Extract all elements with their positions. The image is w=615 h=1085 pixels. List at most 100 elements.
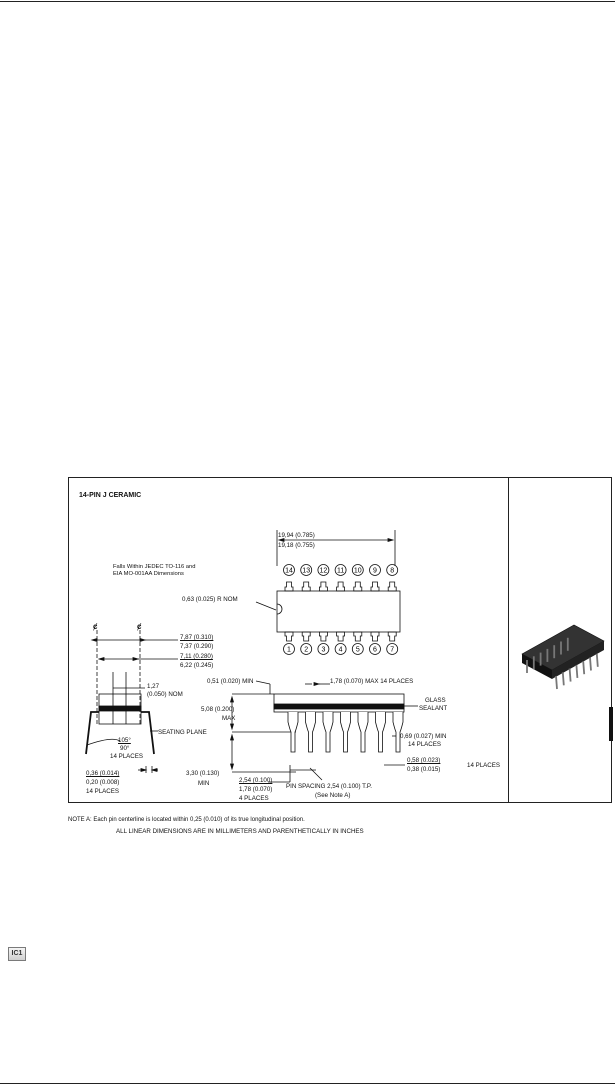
pin-spacing: PIN SPACING 2,54 (0.100) T.P. (286, 783, 372, 790)
side-pin (287, 712, 299, 753)
angle-max: 105° (118, 737, 131, 744)
photo-pin (582, 661, 586, 675)
end-lead-min: 1,78 (0.070) (239, 786, 273, 793)
seating-plane-label: SEATING PLANE (158, 729, 207, 736)
top-pin-number: 12 (320, 568, 328, 575)
bottom-pin-row: 1 2 3 4 5 6 7 (283, 631, 399, 655)
photo-pin (555, 675, 558, 690)
side-view-seal (273, 703, 405, 710)
centerline-left: ȼ (93, 622, 98, 631)
body-width-max: 7,11 (0.280) (180, 653, 213, 660)
ic-chip-icon-label: IC1 (11, 950, 23, 957)
bottom-pin (284, 631, 294, 642)
bottom-pin-number-circle (334, 643, 347, 655)
bottom-pin-number: 5 (356, 647, 360, 654)
bottom-pin (370, 631, 380, 642)
top-pin-number: 13 (302, 568, 310, 575)
units-note: ALL LINEAR DIMENSIONS ARE IN MILLIMETERS… (116, 828, 364, 835)
top-pin (336, 581, 345, 592)
top-rule (0, 1, 615, 2)
bottom-pin-number-circle (351, 643, 364, 655)
height-max-label: MAX (222, 715, 236, 722)
index-notch (276, 603, 283, 615)
bottom-pin-number-circle (300, 643, 313, 655)
top-pin-number-circle (283, 564, 295, 576)
side-pin (375, 712, 386, 753)
bottom-pin (301, 631, 311, 642)
pin-spacing-note: (See Note A) (315, 792, 351, 799)
side-view-body (273, 693, 405, 713)
radius-leader (255, 601, 277, 611)
pin-width-max: 1,78 (0.070) MAX 14 PLACES (330, 678, 414, 685)
body-width-min: 6,22 (0.245) (180, 662, 214, 669)
top-pin-number: 14 (285, 568, 293, 575)
lead-nom-unit: (0.050) NOM (147, 691, 183, 698)
chip-front-face (552, 641, 604, 679)
photo-pin (595, 653, 599, 667)
end-lead-places: 4 PLACES (239, 795, 269, 802)
right-lead (141, 711, 155, 755)
top-pin (284, 581, 294, 592)
standoff-min: 0,51 (0.020) MIN (207, 678, 254, 685)
lead-thickness-places: 14 PLACES (86, 788, 120, 795)
photo-pin (561, 672, 565, 686)
lead-thickness-min: 0,20 (0.008) (86, 779, 120, 786)
package-drawing-frame (68, 477, 612, 803)
bottom-pin-number: 6 (373, 647, 377, 654)
bottom-pin (319, 631, 328, 642)
row-width-max: 7,87 (0.310) (180, 634, 214, 641)
margin-mark (609, 707, 613, 741)
top-pin (370, 581, 380, 592)
top-pin-number-circle (317, 564, 330, 576)
arrow (277, 537, 285, 543)
end-lead-max: 2,54 (0.100) (239, 777, 273, 784)
bottom-pin-number-circle (386, 643, 399, 655)
bottom-pin-number: 1 (287, 647, 291, 654)
angle-places: 14 PLACES (110, 753, 144, 760)
note-a: NOTE A: Each pin centerline is located w… (68, 817, 305, 823)
side-pin (305, 712, 316, 753)
shoulder-min: 0,69 (0.027) MIN (400, 733, 447, 740)
radius-note: 0,63 (0.025) R NOM (182, 596, 238, 603)
height-max-value: 5,08 (0.200) (201, 706, 235, 713)
jedec-note-line1: Falls Within JEDEC TO-116 and (113, 564, 196, 570)
chip-side-face (522, 654, 552, 679)
angle-min: 90° (120, 745, 130, 752)
top-pin (387, 581, 397, 592)
bottom-pin-number: 2 (304, 647, 308, 654)
jedec-note-line2: EIA MO-001AA Dimensions (113, 571, 184, 577)
side-pin (357, 712, 369, 753)
lead-width-max: 0,58 (0.023) (407, 757, 441, 764)
bottom-pin (336, 631, 345, 642)
bottom-pin-number-circle (369, 643, 381, 655)
lead-thickness-max: 0,36 (0.014) (86, 770, 120, 777)
top-pin-number: 9 (373, 568, 377, 575)
figure-title: 14-PIN J CERAMIC (79, 492, 142, 499)
top-pin-number-circle (300, 564, 313, 576)
top-width-max: 19,94 (0.785) (278, 532, 315, 539)
lead-width-places: 14 PLACES (467, 762, 501, 769)
bottom-pin-number: 4 (339, 647, 343, 654)
glass-sealant-2: SEALANT (419, 705, 448, 712)
top-pin-number-circle (369, 564, 381, 576)
end-view-seal (98, 705, 142, 712)
lead-nom-value: 1,27 (147, 683, 160, 690)
photo-pin (568, 668, 572, 682)
photo-pin (575, 664, 579, 678)
ic-chip-icon[interactable]: IC1 (8, 947, 26, 961)
bottom-pin-number: 3 (321, 647, 325, 654)
lead-width-min: 0,38 (0.015) (407, 766, 441, 773)
top-pin-number: 10 (354, 568, 362, 575)
side-pin (322, 712, 334, 753)
bottom-pin-number-circle (283, 643, 295, 655)
top-pin (319, 581, 328, 592)
top-pin-number-circle (386, 564, 399, 576)
lead-length-min-value: 3,30 (0.130) (186, 770, 220, 777)
side-pin (392, 712, 404, 753)
top-pin-number-circle (351, 564, 364, 576)
shoulder-places: 14 PLACES (408, 741, 442, 748)
bottom-pin-number: 7 (390, 647, 394, 654)
